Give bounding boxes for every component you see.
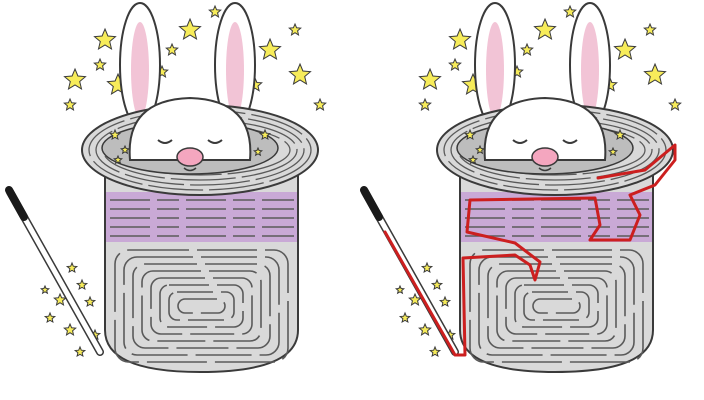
maze [5, 2, 327, 374]
bunny-head [463, 96, 627, 172]
star-icon [208, 4, 222, 18]
star-icon [468, 154, 478, 165]
star-icon [83, 295, 97, 308]
closed-eye [157, 139, 173, 144]
star-icon [520, 42, 534, 56]
maze-wall [132, 263, 271, 349]
closed-eye [207, 139, 223, 144]
maze-wall [532, 298, 581, 314]
star-icon [93, 57, 107, 71]
solution-path [383, 143, 677, 357]
maze-wall [487, 263, 626, 349]
star-icon [418, 97, 432, 111]
ear-inner [581, 22, 599, 118]
maze-wall [496, 270, 617, 342]
maze-wall [514, 284, 599, 328]
star-icon [75, 278, 89, 291]
maze-wall [159, 284, 244, 328]
star-icon [613, 128, 627, 141]
star-icon [40, 284, 50, 295]
star-icon [448, 27, 472, 50]
star-icon [53, 292, 67, 306]
star-icon [533, 17, 557, 40]
nose [531, 147, 559, 167]
star-icon [643, 62, 667, 85]
star-icon [463, 128, 477, 141]
star-icon [448, 57, 462, 71]
mouth [183, 167, 197, 172]
ear-inner [226, 22, 244, 118]
wand-tip [360, 186, 383, 221]
star-icon [475, 144, 485, 155]
star-icon [258, 37, 282, 60]
star-icon [428, 345, 442, 358]
maze-wall [150, 277, 253, 335]
star-icon [258, 128, 272, 141]
hat-body [459, 159, 654, 374]
maze-wall [168, 291, 235, 321]
maze-wall [141, 270, 262, 342]
star-icon [63, 322, 77, 336]
star-icon [288, 22, 302, 36]
left-ear [474, 2, 516, 128]
star-icon [63, 67, 87, 90]
bunny-head [108, 96, 272, 172]
star-icon [178, 17, 202, 40]
star-icon [608, 146, 618, 157]
star-icon [63, 97, 77, 111]
star-icon [65, 261, 79, 274]
star-icon [108, 128, 122, 141]
maze-wall [114, 249, 289, 363]
star-icon [165, 42, 179, 56]
maze-wall [177, 298, 226, 314]
star-icon [418, 322, 432, 336]
star-icon [120, 144, 130, 155]
closed-eye [562, 139, 578, 144]
star-icon [408, 292, 422, 306]
star-icon [93, 27, 117, 50]
star-icon [253, 146, 263, 157]
maze-wall [523, 291, 590, 321]
right-ear [569, 2, 611, 128]
star-icon [430, 278, 444, 291]
magic-wand [5, 186, 104, 356]
maze-wall [123, 256, 280, 356]
star-icon [113, 154, 123, 165]
ear-inner [486, 22, 504, 118]
nose [176, 147, 204, 167]
star-icon [313, 97, 327, 111]
star-icon [420, 261, 434, 274]
ear-inner [131, 22, 149, 118]
star-icon [73, 345, 87, 358]
star-icon [43, 311, 57, 324]
star-icon [438, 295, 452, 308]
wand-tip [5, 186, 28, 221]
closed-eye [512, 139, 528, 144]
star-icon [668, 97, 682, 111]
head-shape [483, 96, 607, 161]
left-ear [119, 2, 161, 128]
star-icon [563, 4, 577, 18]
star-icon [288, 62, 312, 85]
maze-solution [360, 2, 682, 374]
star-icon [395, 284, 405, 295]
head-shape [128, 96, 252, 161]
star-icon [398, 311, 412, 324]
maze-wall [505, 277, 608, 335]
star-icon [643, 22, 657, 36]
hat-body [104, 159, 299, 374]
star-icon [418, 67, 442, 90]
star-icon [613, 37, 637, 60]
maze-wall [469, 249, 644, 363]
maze-wall [478, 256, 635, 356]
mouth [538, 167, 552, 172]
right-ear [214, 2, 256, 128]
magic-wand [360, 186, 459, 356]
